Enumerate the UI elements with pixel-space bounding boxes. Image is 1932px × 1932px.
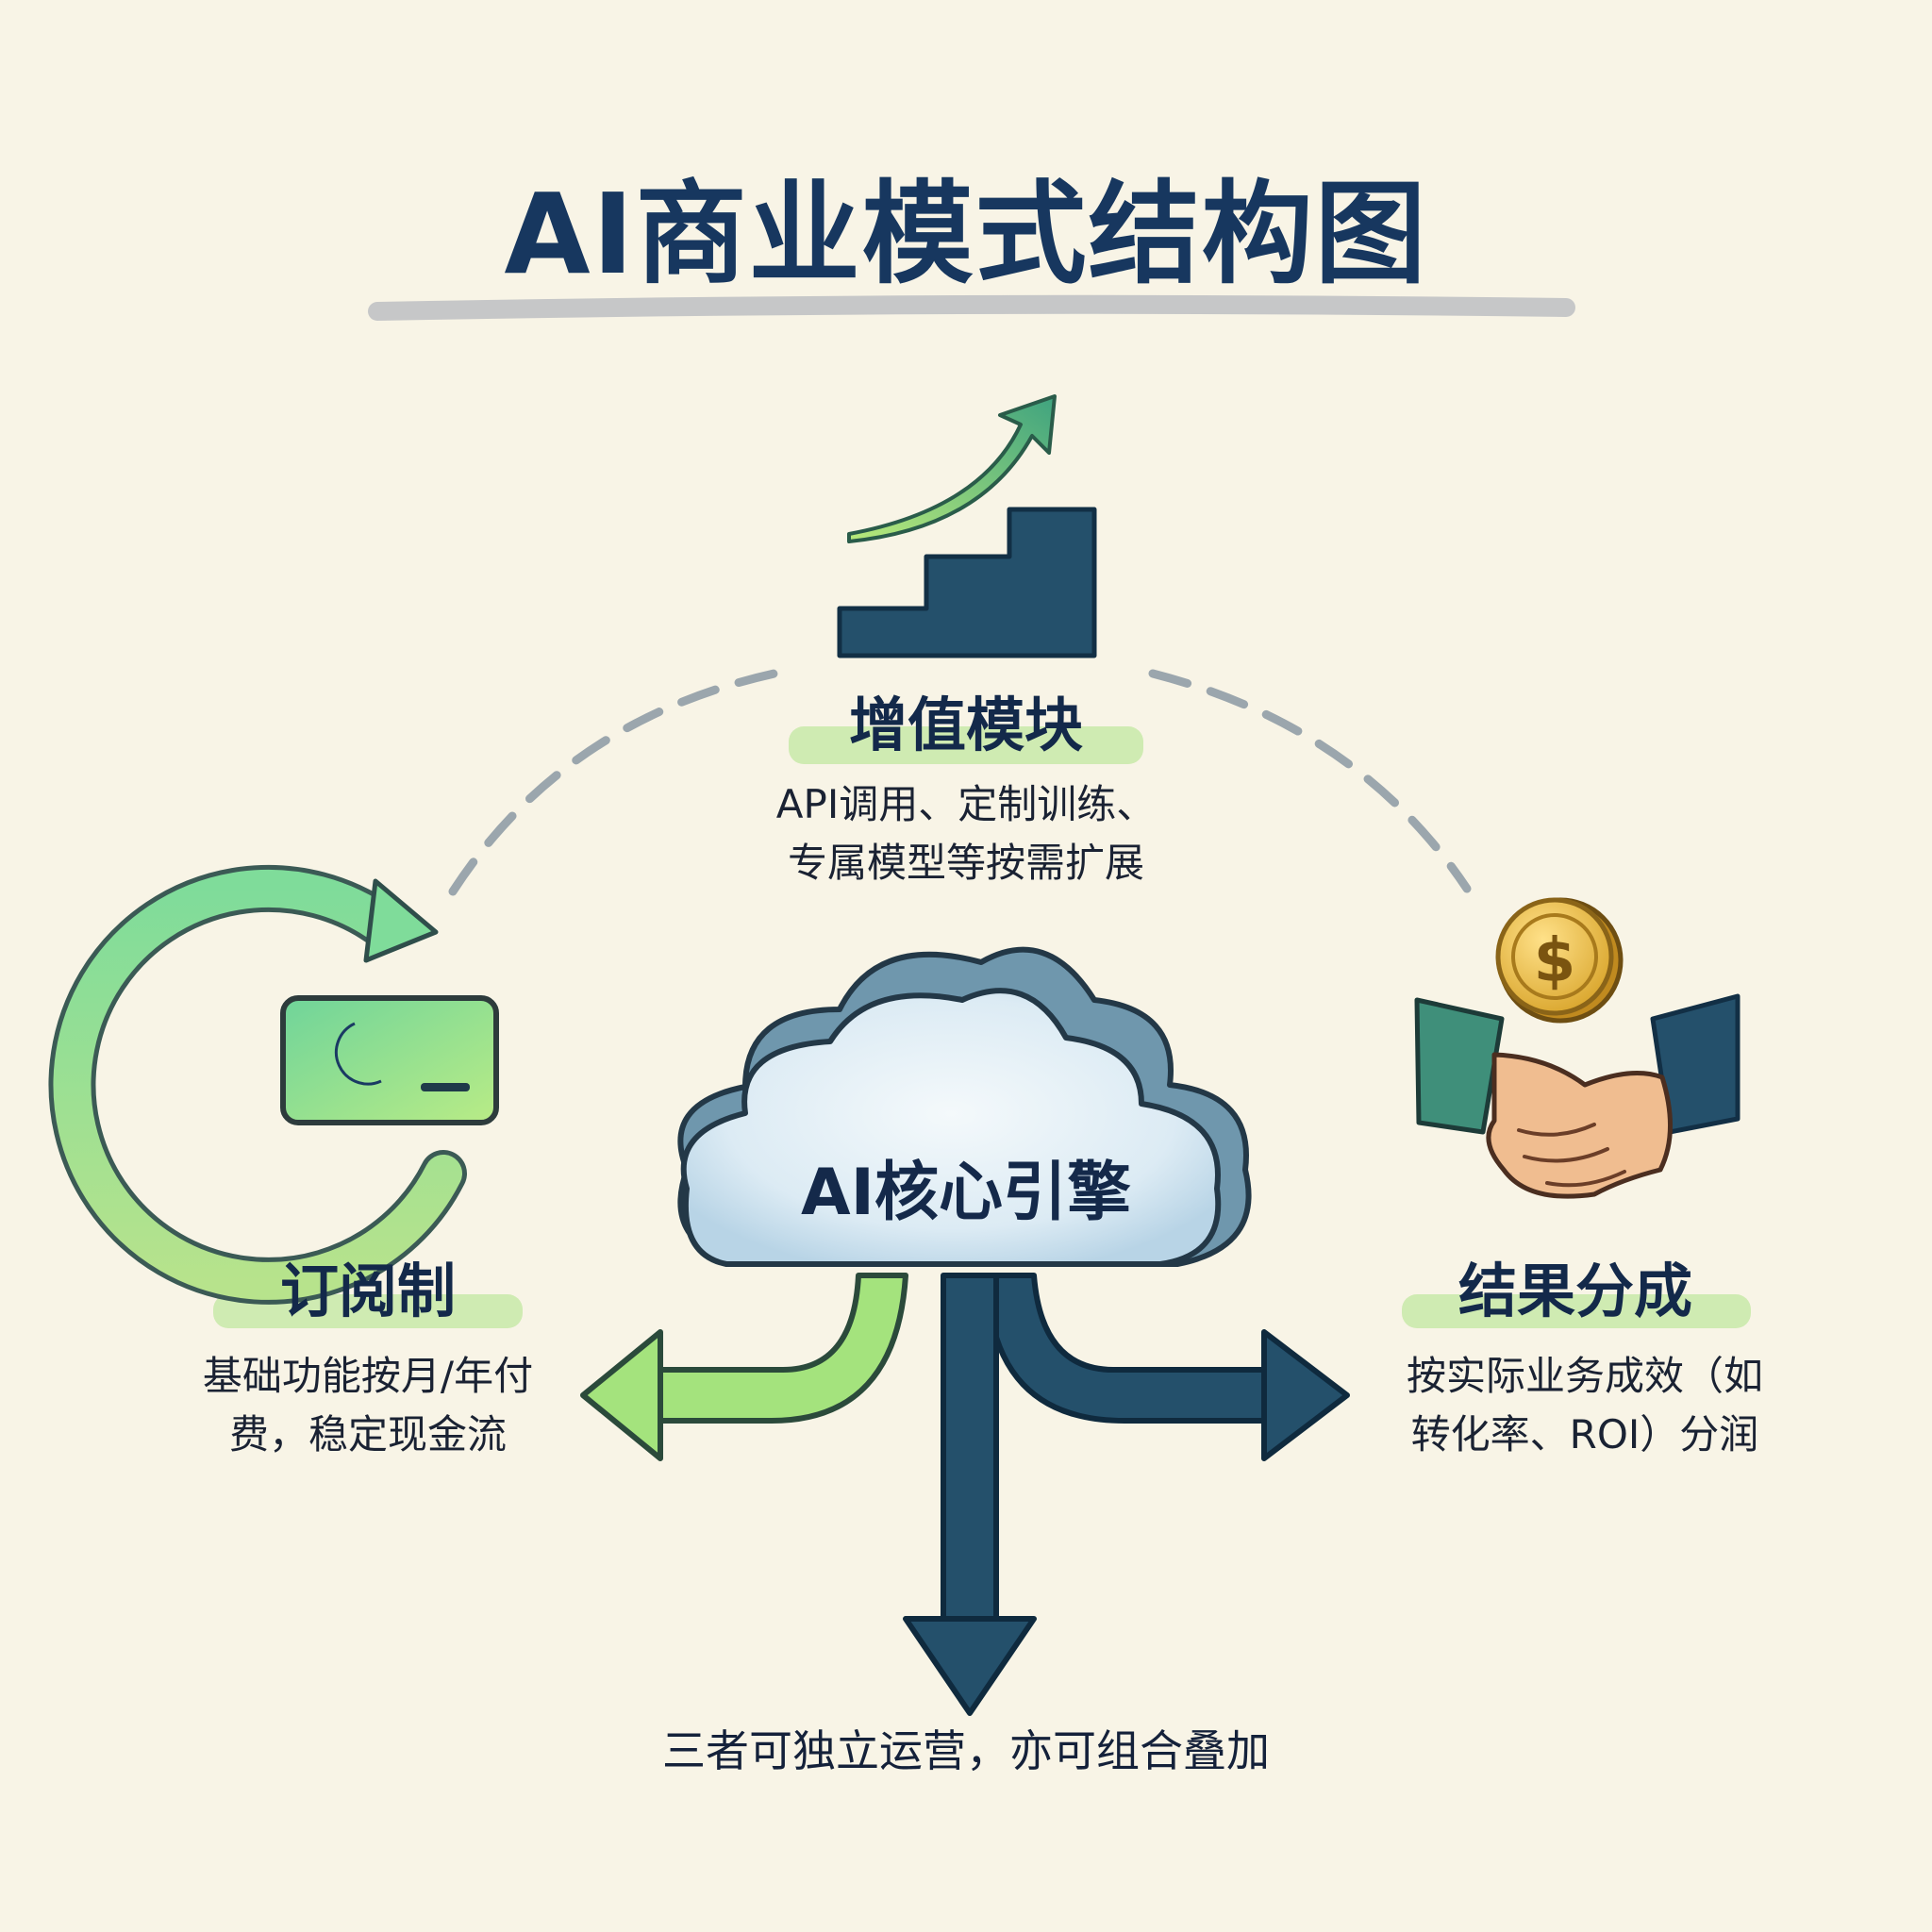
value-added-desc-line1: API调用、定制训练、 (775, 781, 1157, 827)
flow-arrow-down (903, 1273, 1037, 1716)
value-added-title: 增值模块 (848, 691, 1083, 759)
coin-dollar-sign: $ (1534, 926, 1576, 996)
page-title: AI商业模式结构图 (504, 169, 1428, 299)
title-underline (368, 294, 1575, 321)
subscription-desc-line2: 费，稳定现金流 (228, 1411, 507, 1457)
highlight-revenue-share (1402, 1294, 1751, 1328)
handshake-coin-icon: $ (1414, 897, 1740, 1199)
value-added-description: API调用、定制训练、 专属模型等按需扩展 (636, 775, 1296, 892)
flow-arrow-left (580, 1273, 908, 1461)
recurring-card-icon (48, 864, 499, 1305)
dashed-arc-left (448, 667, 788, 896)
subscription-title: 订阅制 (279, 1257, 456, 1325)
revenue-share-desc-line1: 按实际业务成效（如 (1406, 1353, 1763, 1399)
dashed-arc-right (1148, 669, 1472, 893)
value-added-desc-line2: 专属模型等按需扩展 (787, 840, 1144, 886)
revenue-share-desc-line2: 转化率、ROI）分润 (1410, 1411, 1759, 1457)
subscription-desc-line1: 基础功能按月/年付 (202, 1353, 534, 1399)
highlight-value-added (789, 726, 1143, 764)
cloud-shape (677, 946, 1252, 1267)
footer-note: 三者可独立运营，亦可组合叠加 (662, 1725, 1270, 1776)
revenue-share-description: 按实际业务成效（如 转化率、ROI）分润 (1330, 1347, 1840, 1464)
revenue-share-title: 结果分成 (1457, 1257, 1692, 1325)
core-engine-label: AI核心引擎 (801, 1156, 1131, 1230)
flow-arrow-right (984, 1273, 1350, 1461)
rising-stairs-arrow-icon (837, 394, 1097, 658)
subscription-description: 基础功能按月/年付 费，稳定现金流 (113, 1347, 623, 1464)
